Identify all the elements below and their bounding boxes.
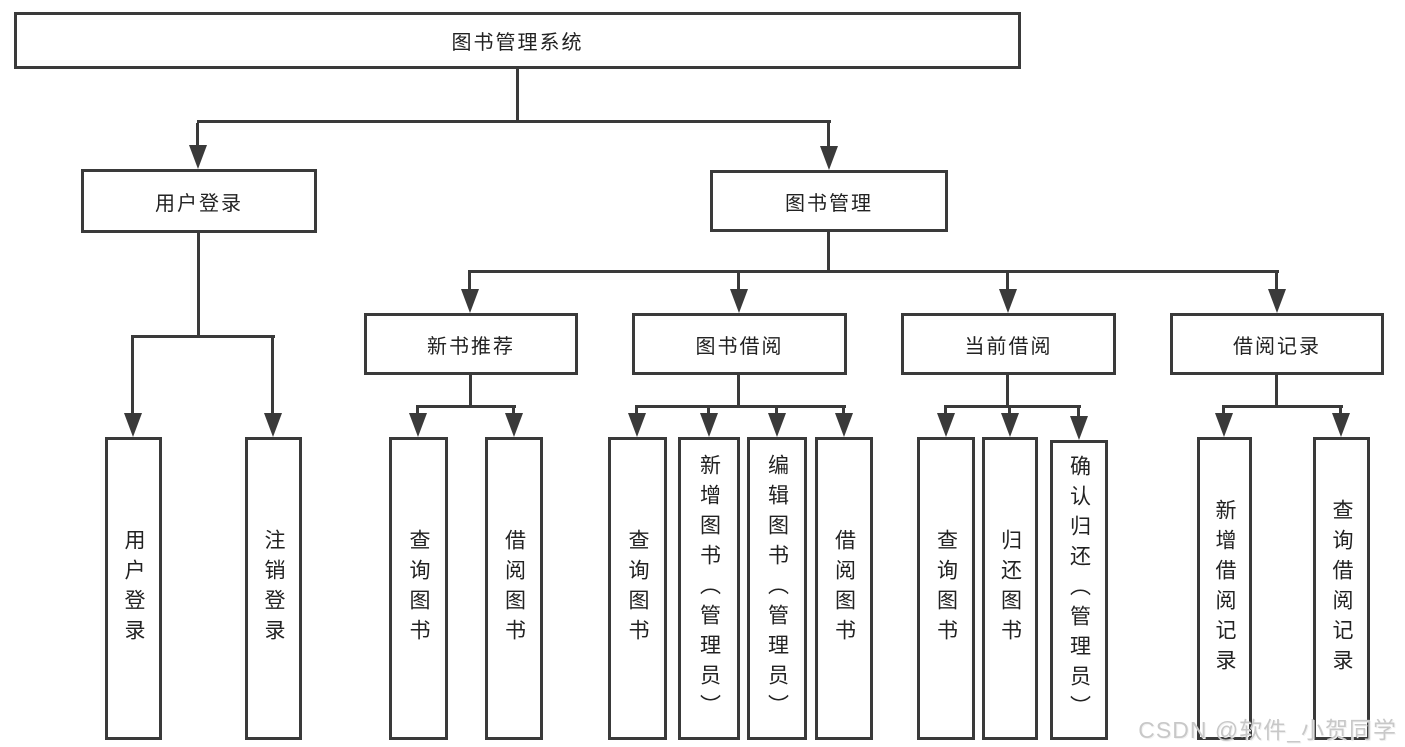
leaf-bb-query-books-label: 查询图书	[626, 528, 649, 649]
leaf-nb-query-books: 查询图书	[389, 437, 448, 740]
leaf-bb-query-books: 查询图书	[608, 437, 667, 740]
leaf-bb-edit-books-admin-label: 编辑图书（管理员）	[765, 453, 789, 724]
node-current-borrowing: 当前借阅	[901, 313, 1116, 375]
connector-book-management-stem	[827, 232, 830, 273]
connector-book-management-bus	[468, 270, 1279, 273]
arrow-down	[505, 408, 523, 437]
connector-borrow-records-stem	[1275, 375, 1278, 408]
arrow-down	[409, 408, 427, 437]
arrow-down	[1070, 408, 1088, 440]
arrow-down	[628, 408, 646, 437]
csdn-watermark: CSDN @软件_小贺同学	[1138, 717, 1397, 743]
node-borrow-records: 借阅记录	[1170, 313, 1384, 375]
arrow-down	[124, 338, 142, 437]
leaf-bb-add-books-admin-label: 新增图书（管理员）	[697, 453, 721, 724]
leaf-cb-confirm-return-admin-label: 确认归还（管理员）	[1067, 455, 1091, 725]
leaf-cb-return-books: 归还图书	[982, 437, 1038, 740]
leaf-cb-query-books-label: 查询图书	[934, 528, 958, 649]
node-current-borrowing-label: 当前借阅	[964, 335, 1053, 358]
leaf-rec-add-borrow-record-label: 新增借阅记录	[1213, 498, 1236, 679]
leaf-user-login: 用户登录	[105, 437, 162, 740]
node-book-management: 图书管理	[710, 170, 948, 232]
arrow-down	[189, 123, 207, 169]
leaf-rec-query-borrow-record-label: 查询借阅记录	[1330, 498, 1353, 679]
connector-root-bus	[197, 120, 831, 123]
connector-current-borrowing-bus	[944, 405, 1081, 408]
connector-user-login-stem	[197, 233, 200, 338]
leaf-nb-query-books-label: 查询图书	[407, 528, 430, 649]
leaf-bb-borrow-books: 借阅图书	[815, 437, 873, 740]
node-book-management-label: 图书管理	[785, 192, 873, 215]
node-root-label: 图书管理系统	[451, 32, 584, 54]
node-book-borrowing-label: 图书借阅	[695, 335, 784, 358]
leaf-nb-borrow-books-label: 借阅图书	[502, 528, 526, 649]
node-user-login-label: 用户登录	[155, 192, 243, 215]
arrow-down	[264, 338, 282, 437]
node-borrow-records-label: 借阅记录	[1233, 335, 1321, 358]
arrow-down	[700, 408, 718, 437]
leaf-cb-query-books: 查询图书	[917, 437, 975, 740]
leaf-logout-login: 注销登录	[245, 437, 302, 740]
leaf-user-login-label: 用户登录	[122, 528, 145, 649]
leaf-rec-add-borrow-record: 新增借阅记录	[1197, 437, 1252, 740]
arrow-down	[461, 273, 479, 313]
node-root: 图书管理系统	[14, 12, 1021, 69]
node-new-book-recommend: 新书推荐	[364, 313, 578, 375]
connector-current-borrowing-stem	[1006, 375, 1009, 408]
connector-borrow-records-bus	[1222, 405, 1343, 408]
connector-new-book-bus	[416, 405, 516, 408]
connector-new-book-stem	[469, 375, 472, 408]
leaf-bb-edit-books-admin: 编辑图书（管理员）	[747, 437, 807, 740]
arrow-down	[1332, 408, 1350, 437]
node-book-borrowing: 图书借阅	[632, 313, 847, 375]
node-user-login: 用户登录	[81, 169, 317, 233]
leaf-cb-return-books-label: 归还图书	[998, 528, 1022, 649]
arrow-down	[835, 408, 853, 437]
leaf-cb-confirm-return-admin: 确认归还（管理员）	[1050, 440, 1108, 740]
leaf-nb-borrow-books: 借阅图书	[485, 437, 543, 740]
arrow-down	[820, 123, 838, 170]
leaf-rec-query-borrow-record: 查询借阅记录	[1313, 437, 1370, 740]
leaf-logout-login-label: 注销登录	[262, 528, 285, 649]
arrow-down	[937, 408, 955, 437]
node-new-book-recommend-label: 新书推荐	[427, 335, 515, 358]
connector-root-stem	[516, 69, 519, 123]
arrow-down	[768, 408, 786, 437]
arrow-down	[1215, 408, 1233, 437]
arrow-down	[999, 273, 1017, 313]
arrow-down	[1001, 408, 1019, 437]
arrow-down	[1268, 273, 1286, 313]
connector-book-borrowing-stem	[737, 375, 740, 408]
connector-book-borrowing-bus	[635, 405, 846, 408]
leaf-bb-borrow-books-label: 借阅图书	[832, 528, 856, 649]
leaf-bb-add-books-admin: 新增图书（管理员）	[678, 437, 740, 740]
connector-user-login-bus	[131, 335, 275, 338]
arrow-down	[730, 273, 748, 313]
